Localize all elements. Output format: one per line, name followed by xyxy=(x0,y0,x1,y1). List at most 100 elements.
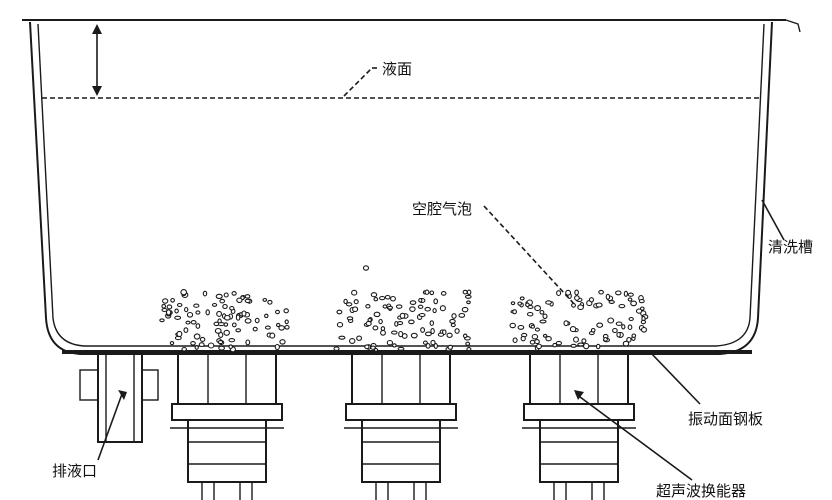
bubble-2 xyxy=(345,302,353,307)
bubble-1 xyxy=(264,313,269,319)
bubble-1 xyxy=(217,340,224,345)
bubble-2 xyxy=(409,306,416,312)
bubble-1 xyxy=(211,302,218,307)
bubble-2 xyxy=(461,306,469,313)
bubble-2 xyxy=(418,298,423,303)
bubble-3 xyxy=(534,327,540,332)
label-cleaning-tank: 清洗槽 xyxy=(768,238,813,256)
bubble-3 xyxy=(565,289,572,296)
bubble-1 xyxy=(170,297,175,303)
bubble-2 xyxy=(437,332,445,337)
bubble-2 xyxy=(365,304,371,309)
bubble-3 xyxy=(509,322,516,329)
bubble-2 xyxy=(380,329,386,336)
bubble-3 xyxy=(583,342,590,350)
bubble-3 xyxy=(574,295,580,301)
bubble-2 xyxy=(447,344,454,350)
label-cavitation-bubbles: 空腔气泡 xyxy=(412,200,472,218)
bubble-3 xyxy=(627,292,634,297)
bubble-3 xyxy=(590,327,596,333)
bubble-1 xyxy=(166,304,173,310)
bubble-3 xyxy=(570,343,577,348)
bubble-1 xyxy=(207,342,215,349)
bubble-2 xyxy=(338,335,346,340)
bubble-2 xyxy=(429,290,435,296)
bubble-2 xyxy=(370,345,376,350)
bubble-1 xyxy=(262,297,268,302)
bubble-3 xyxy=(631,333,637,338)
bubble-1 xyxy=(235,328,242,333)
bubble-2 xyxy=(451,313,457,319)
bubble-1 xyxy=(269,332,276,339)
bubble-2 xyxy=(382,304,388,309)
bubble-1 xyxy=(174,315,182,320)
bubble-3 xyxy=(525,302,530,308)
bubble-2 xyxy=(417,304,424,309)
bubble-2 xyxy=(397,321,404,326)
bubble-2 xyxy=(466,300,471,305)
bubble-2 xyxy=(370,292,378,298)
vibration-plate xyxy=(62,350,752,354)
bubble-2 xyxy=(458,312,466,318)
bubble-2 xyxy=(465,341,471,346)
bubble-3 xyxy=(552,342,558,348)
bubble-1 xyxy=(283,308,289,314)
bubble-3 xyxy=(615,290,622,296)
bubble-2 xyxy=(356,335,363,341)
bubble-1 xyxy=(284,324,290,330)
label-liquid-surface: 液面 xyxy=(382,60,412,78)
bubble-2 xyxy=(384,294,391,300)
bubble-2 xyxy=(373,311,381,318)
bubble-3 xyxy=(615,321,623,326)
bubble-2 xyxy=(424,331,432,337)
bubble-3 xyxy=(574,289,579,296)
bubble-1 xyxy=(228,344,233,350)
cavitation-bubbles xyxy=(159,265,649,353)
bubble-3 xyxy=(605,293,611,300)
bubble-2 xyxy=(439,305,446,312)
bubble-3 xyxy=(608,300,615,304)
bubble-2 xyxy=(430,328,435,335)
bubble-3 xyxy=(536,343,542,350)
bubble-2 xyxy=(446,332,453,338)
bubble-1 xyxy=(245,339,251,346)
bubble-2 xyxy=(409,300,417,305)
bubble-1 xyxy=(216,310,223,317)
bubble-1 xyxy=(194,345,199,350)
bubble-1 xyxy=(176,330,183,338)
label-vibration-plate: 振动面钢板 xyxy=(688,410,763,428)
bubble-3 xyxy=(539,309,545,315)
bubble-2 xyxy=(373,297,379,302)
bubble-1 xyxy=(252,326,258,332)
bubble-2 xyxy=(395,304,403,309)
bubble-1 xyxy=(180,289,188,296)
bubble-1 xyxy=(190,341,196,346)
bubble-2 xyxy=(424,306,431,312)
bubble-2 xyxy=(464,294,472,299)
bubble-1 xyxy=(165,309,172,316)
drain-outlet xyxy=(79,351,159,443)
bubble-1 xyxy=(222,303,228,310)
bubble-2 xyxy=(386,339,394,346)
bubble-2 xyxy=(390,295,396,302)
bubble-1 xyxy=(195,323,201,329)
bubble-2 xyxy=(449,318,456,324)
bubble-1 xyxy=(231,322,237,328)
bubble-3 xyxy=(595,343,601,350)
bubble-1 xyxy=(184,306,189,313)
bubble-1 xyxy=(274,343,280,351)
bubble-3 xyxy=(530,324,536,329)
bubble-2 xyxy=(387,305,394,310)
bubble-2 xyxy=(450,322,456,328)
bubble-2 xyxy=(440,291,447,296)
bubble-2 xyxy=(364,344,370,350)
bubble-2 xyxy=(466,289,472,296)
bubble-1 xyxy=(219,298,226,304)
bubble-3 xyxy=(569,326,577,333)
bubble-2 xyxy=(392,343,397,348)
bubble-2 xyxy=(432,308,437,314)
bubble-3 xyxy=(542,333,548,338)
bubble-3 xyxy=(577,342,585,347)
bubble-2 xyxy=(424,289,430,295)
bubble-1 xyxy=(176,302,183,308)
